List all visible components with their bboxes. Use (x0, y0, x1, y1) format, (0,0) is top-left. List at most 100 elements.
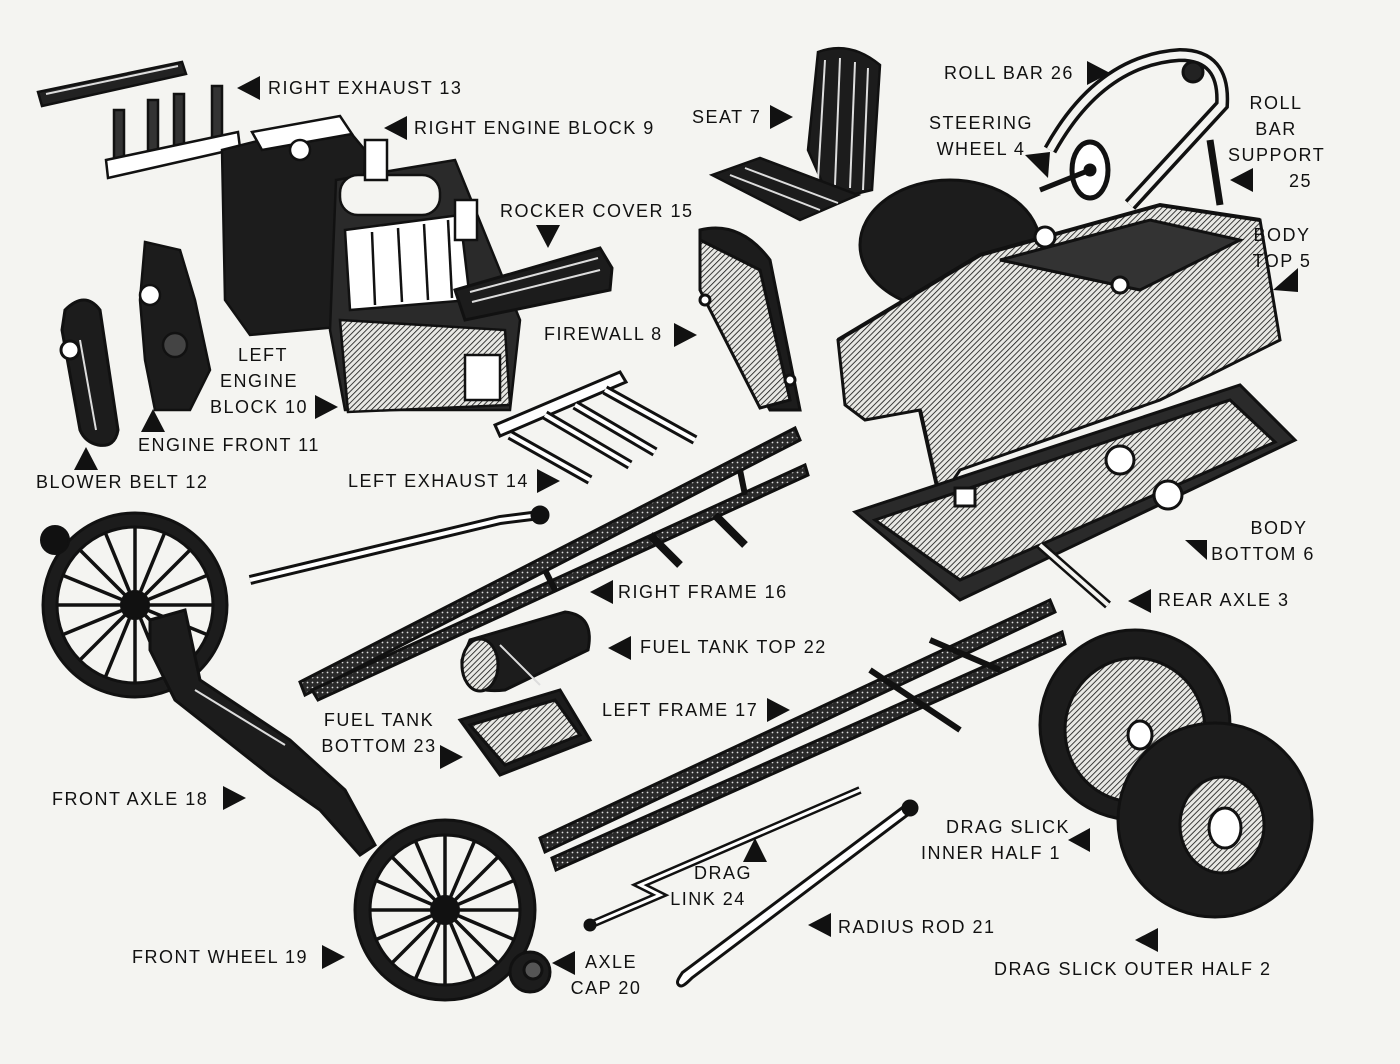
label-body-bottom: BODY BOTTOM 6 (1206, 515, 1320, 567)
label-drag-link-2: LINK 24 (670, 889, 746, 909)
body-top-part (836, 178, 1282, 504)
pointer-arrows (74, 61, 1298, 975)
label-fuel-tank-bottom-1: FUEL TANK (323, 710, 435, 730)
arrow-seat (770, 105, 793, 129)
arrow-firewall (674, 323, 697, 347)
arrow-right-frame (590, 580, 613, 604)
label-firewall: FIREWALL 8 (544, 324, 663, 344)
label-left-frame: LEFT FRAME 17 (602, 700, 759, 720)
label-left-engine-block: LEFT ENGINE BLOCK 10 (200, 342, 318, 420)
arrow-engine-front (141, 409, 165, 432)
engine-front-part (138, 240, 212, 412)
label-drag-link-1: DRAG (693, 863, 752, 883)
label-steering-wheel: STEERING WHEEL 4 (926, 110, 1036, 162)
label-fuel-tank-top: FUEL TANK TOP 22 (640, 637, 827, 657)
arrow-left-engine-block (315, 395, 338, 419)
label-body-top-1: BODY (1253, 225, 1311, 245)
label-drag-slick-inner-2: INNER HALF 1 (920, 843, 1062, 863)
axle-cap-part (508, 950, 552, 994)
arrow-body-top (1273, 268, 1298, 292)
drag-slick-outer-part (1116, 721, 1314, 919)
label-rear-axle: REAR AXLE 3 (1158, 590, 1290, 610)
label-right-engine-block: RIGHT ENGINE BLOCK 9 (414, 118, 655, 138)
label-axle-cap-1: AXLE (584, 952, 638, 972)
engine-block-part (220, 114, 522, 414)
label-blower-belt: BLOWER BELT 12 (36, 472, 209, 492)
upper-rod-part (248, 505, 550, 585)
arrow-left-exhaust (537, 469, 560, 493)
label-roll-bar-support: ROLL BAR SUPPORT 25 (1228, 90, 1324, 194)
arrow-drag-link (743, 838, 767, 862)
label-roll-bar: ROLL BAR 26 (944, 63, 1074, 83)
label-body-bottom-1: BODY (1250, 518, 1308, 538)
label-right-exhaust: RIGHT EXHAUST 13 (268, 78, 463, 98)
body-bottom-part (851, 383, 1298, 602)
arrow-roll-bar (1087, 61, 1110, 85)
label-roll-bar-support-4: 25 (1288, 171, 1312, 191)
label-left-engine-block-1: LEFT (237, 345, 288, 365)
label-front-wheel: FRONT WHEEL 19 (132, 947, 309, 967)
arrow-fuel-tank-top (608, 636, 631, 660)
label-drag-slick-outer: DRAG SLICK OUTER HALF 2 (994, 959, 1272, 979)
steering-wheel-part (1039, 139, 1111, 201)
arrow-front-wheel (322, 945, 345, 969)
label-drag-slick-inner-1: DRAG SLICK (946, 817, 1071, 837)
label-drag-slick-inner: DRAG SLICK INNER HALF 1 (916, 814, 1071, 866)
label-body-top-2: TOP 5 (1252, 251, 1312, 271)
fuel-tank-bottom-part (457, 688, 593, 777)
label-steering-wheel-2: WHEEL 4 (936, 139, 1026, 159)
rocker-cover-part (453, 246, 614, 322)
label-roll-bar-support-1: ROLL (1249, 93, 1303, 113)
label-radius-rod: RADIUS ROD 21 (838, 917, 996, 937)
label-left-exhaust: LEFT EXHAUST 14 (348, 471, 529, 491)
left-exhaust-part (492, 370, 698, 485)
label-fuel-tank-bottom-2: BOTTOM 23 (321, 736, 437, 756)
arrow-blower-belt (74, 447, 98, 470)
arrow-drag-slick-inner (1068, 828, 1090, 852)
label-seat: SEAT 7 (692, 107, 762, 127)
left-frame-part (538, 597, 1067, 873)
arrow-left-frame (767, 698, 790, 722)
arrow-fuel-tank-bottom (440, 745, 463, 769)
label-left-engine-block-3: BLOCK 10 (209, 397, 309, 417)
label-roll-bar-support-3: SUPPORT (1228, 145, 1326, 165)
arrow-radius-rod (808, 913, 831, 937)
firewall-part (698, 226, 802, 412)
arrow-drag-slick-outer (1135, 928, 1158, 952)
arrow-right-engine-block (384, 116, 407, 140)
label-axle-cap-2: CAP 20 (570, 978, 642, 998)
label-roll-bar-support-2: BAR (1255, 119, 1297, 139)
arrow-roll-bar-support (1230, 168, 1253, 192)
label-left-engine-block-2: ENGINE (219, 371, 298, 391)
front-wheel-lower-part (353, 818, 537, 1002)
label-front-axle: FRONT AXLE 18 (52, 789, 209, 809)
label-axle-cap: AXLE CAP 20 (566, 949, 646, 1001)
right-exhaust-part (36, 60, 242, 180)
arrow-rear-axle (1128, 589, 1151, 613)
roll-bar-support-part (1206, 139, 1224, 206)
arrow-body-bottom (1185, 540, 1207, 560)
arrow-steering-wheel (1025, 152, 1050, 178)
label-fuel-tank-bottom: FUEL TANK BOTTOM 23 (320, 707, 438, 759)
drag-link-part (583, 786, 862, 932)
arrow-axle-cap (552, 951, 575, 975)
arrow-right-exhaust (237, 76, 260, 100)
roll-bar-part (1043, 47, 1230, 210)
blower-belt-part (59, 298, 120, 447)
arrow-front-axle (223, 786, 246, 810)
label-body-bottom-2: BOTTOM 6 (1211, 544, 1315, 564)
fuel-tank-top-part (460, 610, 591, 693)
front-axle-part (148, 608, 377, 857)
rear-axle-part (1037, 541, 1111, 609)
label-drag-link: DRAG LINK 24 (660, 860, 756, 912)
label-steering-wheel-1: STEERING (928, 113, 1033, 133)
label-right-frame: RIGHT FRAME 16 (618, 582, 788, 602)
seat-part (708, 46, 882, 222)
label-body-top: BODY TOP 5 (1246, 222, 1318, 274)
label-rocker-cover: ROCKER COVER 15 (500, 201, 694, 221)
arrow-rocker-cover (536, 225, 560, 248)
radius-rod-part (676, 799, 919, 988)
label-engine-front: ENGINE FRONT 11 (138, 435, 320, 455)
right-frame-part (298, 425, 810, 702)
